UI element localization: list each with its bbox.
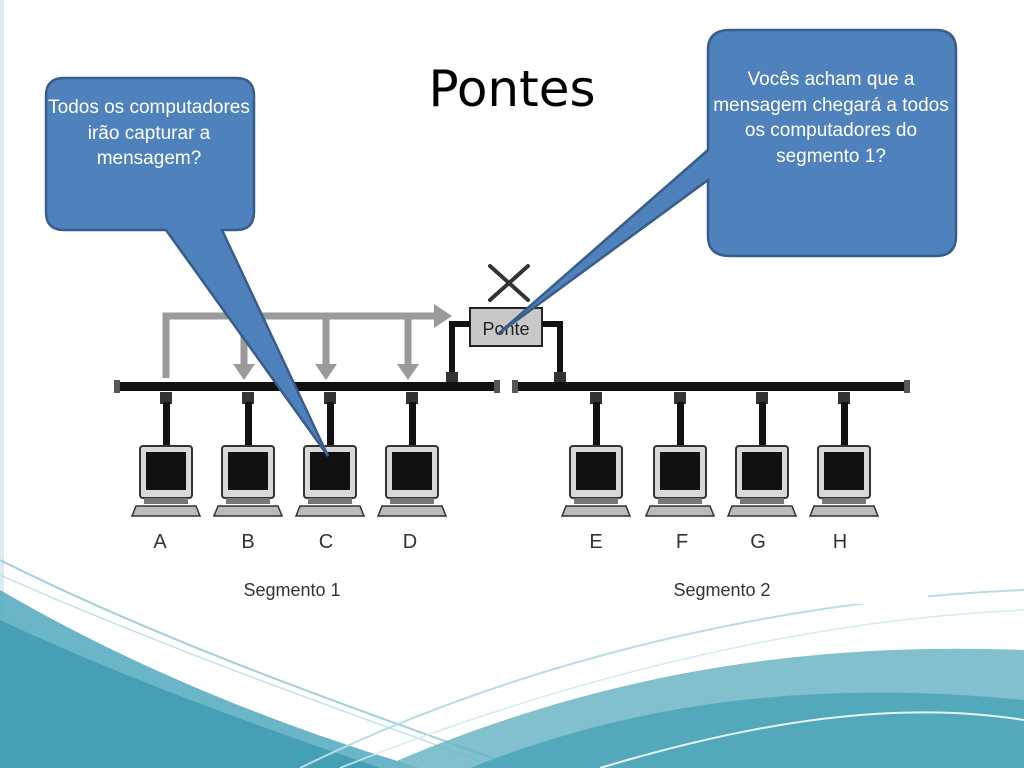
arrowheads	[233, 304, 452, 380]
computer-g	[726, 392, 798, 517]
computer-d	[376, 392, 448, 517]
computers	[130, 392, 880, 517]
right-callout	[497, 28, 958, 336]
computer-f	[644, 392, 716, 517]
computer-labels: A B C D E F G H	[153, 531, 847, 553]
slide-title: Pontes	[428, 60, 596, 118]
computer-b	[212, 392, 284, 517]
right-callout-text: Vocês acham que a mensagem chegará a tod…	[713, 69, 949, 167]
decorative-waves	[0, 559, 1024, 768]
left-edge-stripe	[0, 0, 4, 768]
computer-a	[130, 392, 202, 517]
blocked-x-icon	[488, 264, 530, 302]
segment-1-bus	[114, 380, 500, 393]
computer-label-a: A	[153, 531, 167, 553]
segment-2-bus	[512, 380, 910, 393]
computer-label-c: C	[319, 531, 333, 553]
segment-1-label: Segmento 1	[243, 580, 340, 600]
computer-label-f: F	[676, 531, 688, 553]
computer-label-h: H	[833, 531, 847, 553]
computer-label-b: B	[241, 531, 254, 553]
computer-label-e: E	[589, 531, 602, 553]
computer-e	[560, 392, 632, 517]
segment-2-label: Segmento 2	[673, 580, 770, 600]
computer-label-d: D	[403, 531, 417, 553]
computer-label-g: G	[750, 531, 766, 553]
computer-h	[808, 392, 880, 517]
computer-c	[294, 392, 366, 517]
left-callout	[44, 76, 330, 457]
left-callout-text: Todos os computadores irão capturar a me…	[48, 97, 250, 170]
